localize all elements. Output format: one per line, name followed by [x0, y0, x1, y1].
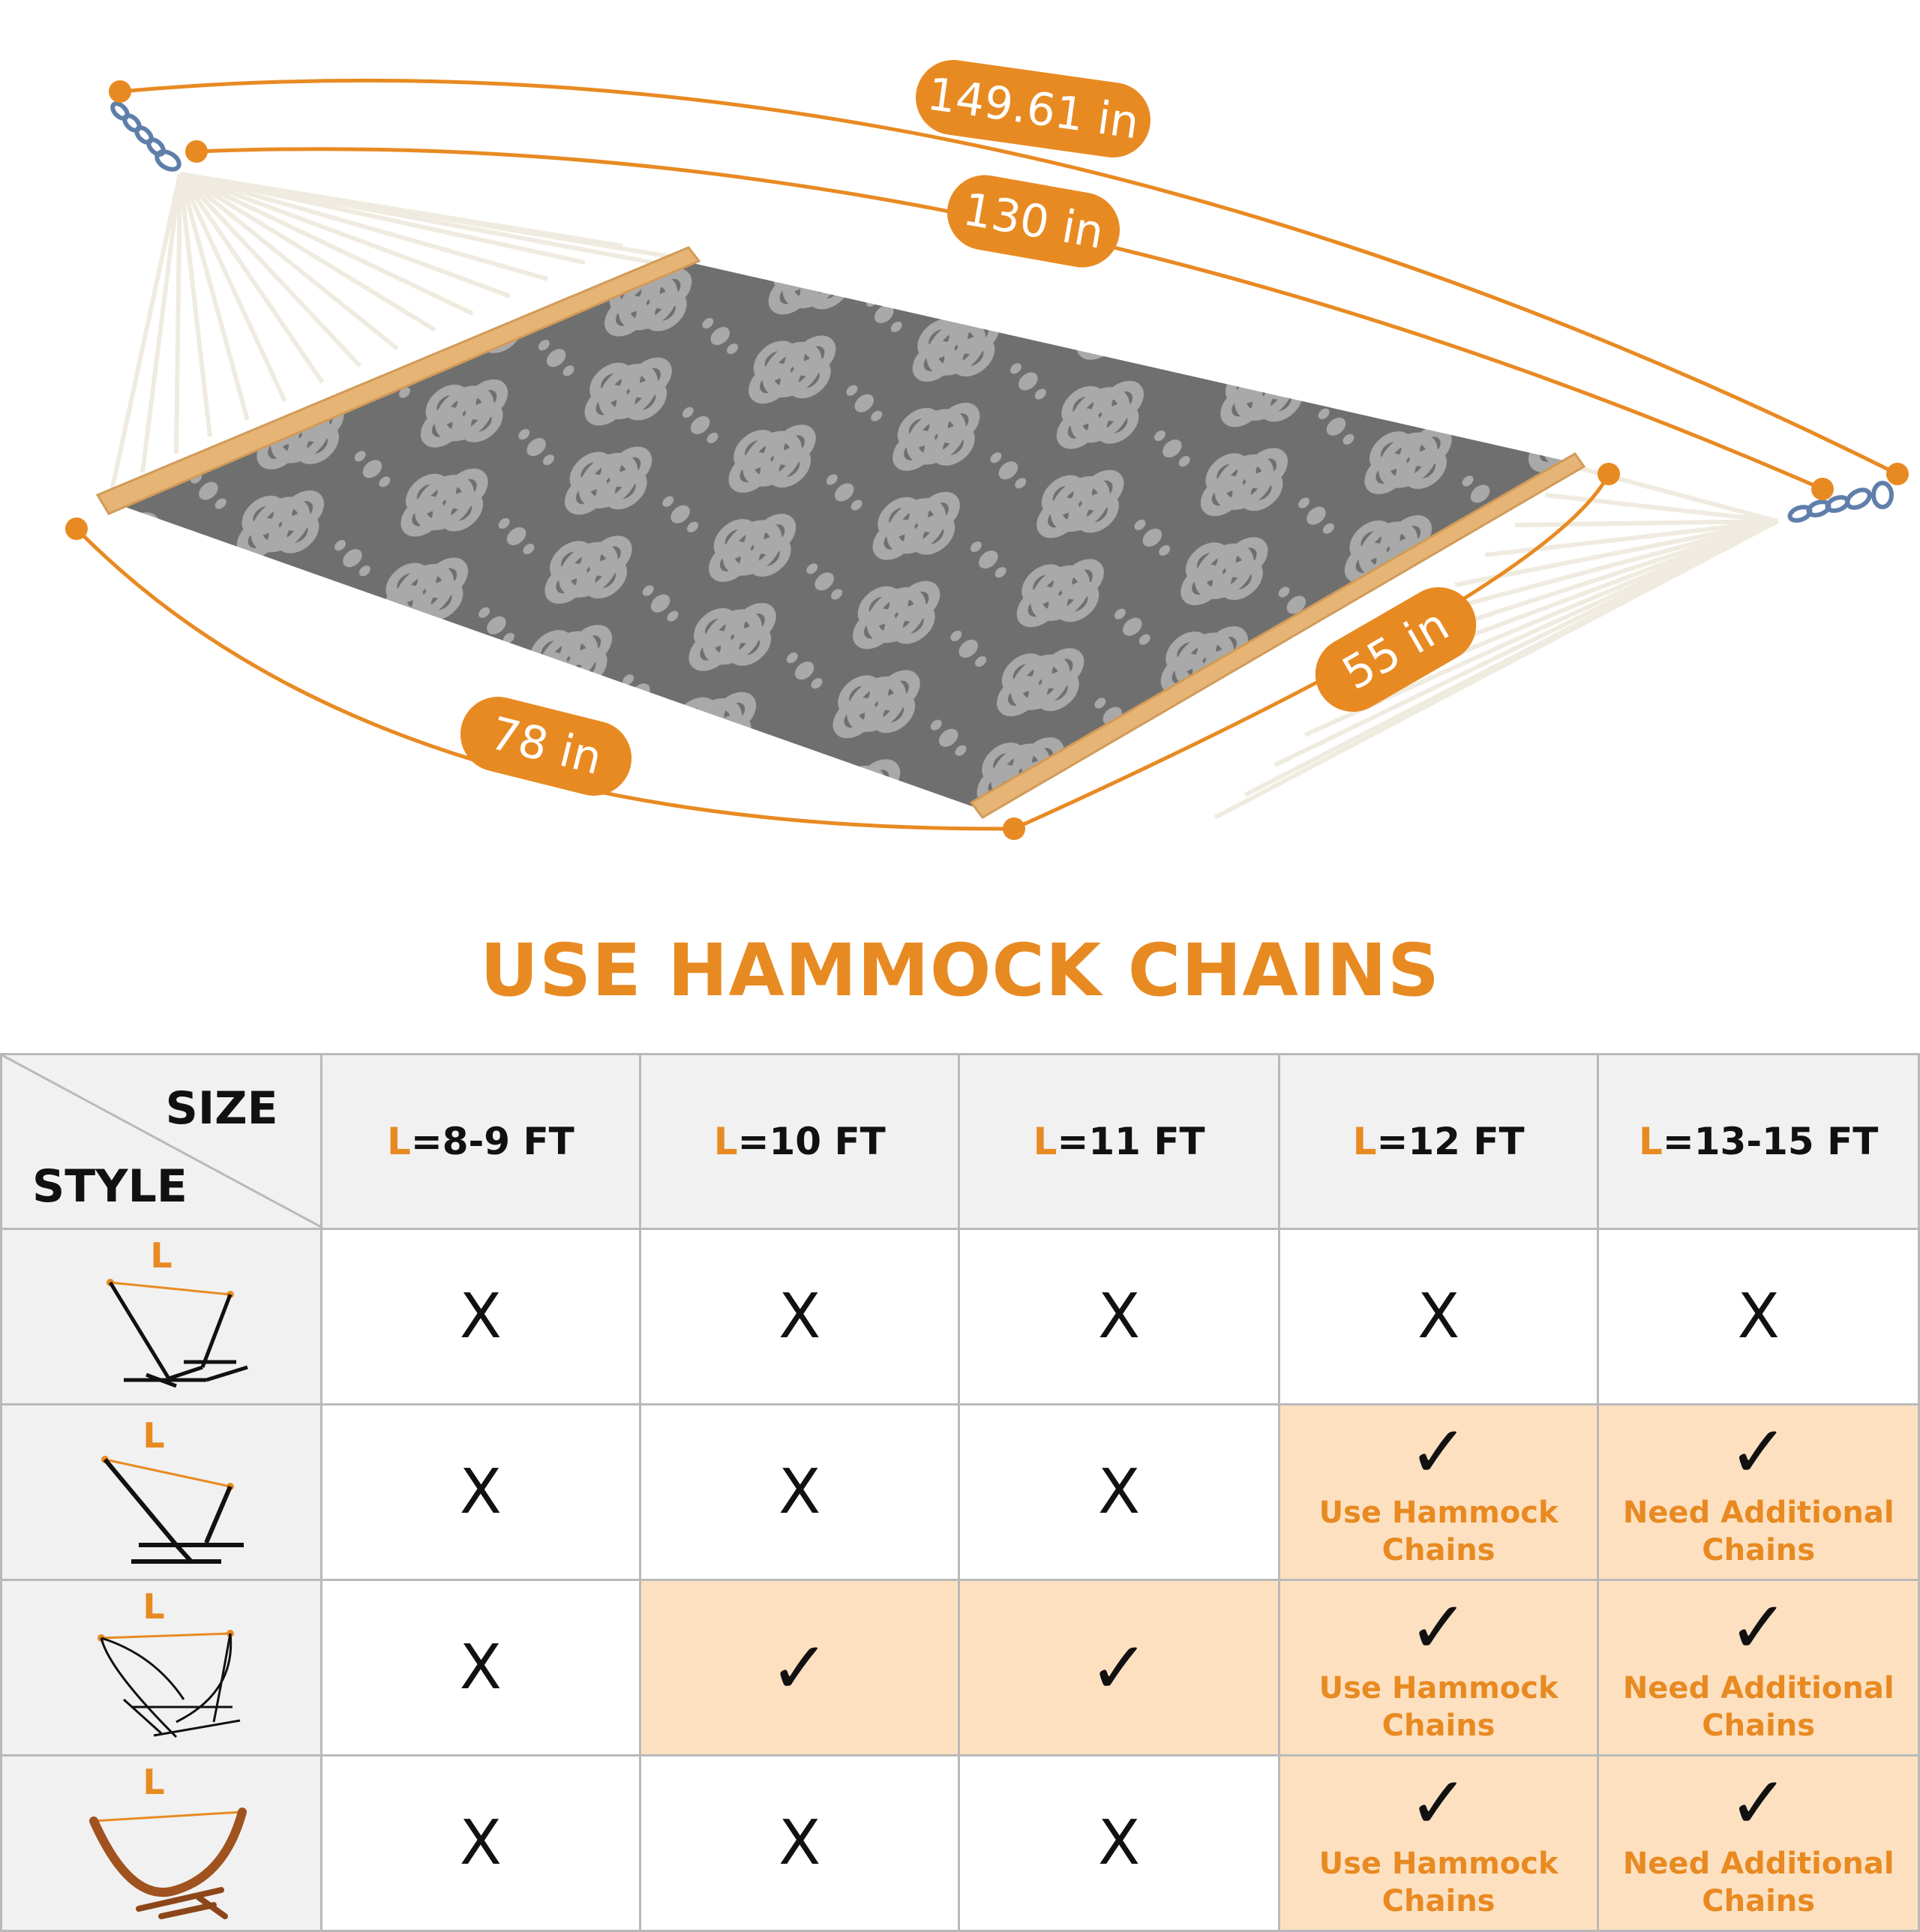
chain-note-line: Chains: [1702, 1532, 1816, 1568]
corner-size-label: SIZE: [165, 1082, 278, 1135]
size-header-5: L=13-15 FT: [1597, 1053, 1920, 1230]
chain-note-line: Chains: [1702, 1708, 1816, 1743]
check-icon: ✓: [1408, 1409, 1469, 1494]
chain-note-line: Need Additional: [1622, 1670, 1894, 1706]
not-compatible-mark: X: [1098, 1807, 1141, 1879]
compatibility-table: SIZE STYLE L=8-9 FT L=10 FT L=11 FT L=12…: [0, 1053, 1920, 1932]
not-compatible-mark: X: [1737, 1280, 1780, 1352]
length-label: L: [142, 1762, 164, 1802]
dimension-endpoints: [65, 80, 1909, 840]
not-compatible-mark: X: [459, 1807, 502, 1879]
chain-note-line: Chains: [1382, 1532, 1496, 1568]
compatibility-cell: X: [639, 1403, 961, 1581]
compatibility-cell: ✓: [639, 1579, 961, 1756]
compatibility-cell: X: [1597, 1228, 1920, 1406]
compatibility-cell: X: [320, 1403, 642, 1581]
corner-style-label: STYLE: [32, 1160, 188, 1213]
style-cell: L: [0, 1228, 322, 1406]
style-cell: L: [0, 1754, 322, 1932]
hammock-drawing: [65, 78, 1909, 840]
chain-right: [1787, 481, 1894, 523]
check-icon: ✓: [1408, 1760, 1469, 1845]
chain-note-line: Chains: [1702, 1883, 1816, 1918]
style-cell: L: [0, 1403, 322, 1581]
check-icon: ✓: [1728, 1760, 1789, 1845]
size-header-2: L=10 FT: [639, 1053, 961, 1230]
section-heading: USE HAMMOCK CHAINS: [480, 928, 1440, 1012]
chain-left: [110, 101, 182, 172]
metal-stand-arched-icon: L: [64, 1586, 259, 1748]
compatibility-cell: ✓: [958, 1579, 1280, 1756]
right-ropes: [1214, 463, 1779, 820]
not-compatible-mark: X: [459, 1280, 502, 1352]
wooden-arc-stand-icon: L: [64, 1762, 259, 1924]
check-icon: ✓: [1088, 1625, 1150, 1710]
header-row: SIZE STYLE L=8-9 FT L=10 FT L=11 FT L=12…: [0, 1053, 1920, 1230]
check-icon: ✓: [770, 1625, 830, 1710]
size-header-3: L=11 FT: [958, 1053, 1280, 1230]
left-ropes: [110, 172, 683, 488]
not-compatible-mark: X: [459, 1631, 502, 1703]
table-row: L X X X X X: [0, 1228, 1920, 1406]
size-header-4: L=12 FT: [1277, 1053, 1600, 1230]
compatibility-cell: X: [639, 1228, 961, 1406]
check-icon: ✓: [1728, 1585, 1789, 1670]
chain-note-line: Need Additional: [1622, 1495, 1894, 1530]
spreader-bar-right: [969, 452, 1586, 819]
chain-note-line: Use Hammock: [1318, 1495, 1558, 1530]
compatibility-cell: X: [1277, 1228, 1600, 1406]
compatibility-cell: X: [639, 1754, 961, 1932]
length-label: L: [150, 1236, 172, 1276]
metal-stand-3-beam-icon: L: [64, 1235, 259, 1397]
not-compatible-mark: X: [459, 1456, 502, 1528]
corner-diagonal: [3, 1056, 320, 1227]
length-label: L: [142, 1415, 164, 1456]
not-compatible-mark: X: [778, 1456, 821, 1528]
spreader-bar-left: [95, 246, 701, 515]
chain-note-line: Use Hammock: [1318, 1846, 1558, 1881]
compatibility-cell: X: [958, 1228, 1280, 1406]
compatibility-cell: X: [320, 1754, 642, 1932]
metal-stand-angled-icon: L: [64, 1412, 259, 1573]
not-compatible-mark: X: [778, 1807, 821, 1879]
compatibility-cell: X: [958, 1754, 1280, 1932]
chain-note-line: Use Hammock: [1318, 1670, 1558, 1706]
check-icon: ✓: [1728, 1409, 1789, 1494]
size-header-1: L=8-9 FT: [320, 1053, 642, 1230]
not-compatible-mark: X: [1418, 1280, 1460, 1352]
corner-cell: SIZE STYLE: [0, 1053, 322, 1230]
length-label: L: [142, 1587, 164, 1627]
chain-note-line: Chains: [1382, 1883, 1496, 1918]
compatibility-cell: X: [958, 1403, 1280, 1581]
check-icon: ✓: [1408, 1585, 1469, 1670]
compatibility-cell: X: [320, 1579, 642, 1756]
not-compatible-mark: X: [1098, 1456, 1141, 1528]
compatibility-cell: X: [320, 1228, 642, 1406]
hammock-illustration: 149.61 in 130 in 78 in 55 in: [0, 0, 1920, 885]
chain-note-line: Need Additional: [1622, 1846, 1894, 1881]
chain-note-line: Chains: [1382, 1708, 1496, 1743]
not-compatible-mark: X: [778, 1280, 821, 1352]
not-compatible-mark: X: [1098, 1280, 1141, 1352]
style-cell: L: [0, 1579, 322, 1756]
